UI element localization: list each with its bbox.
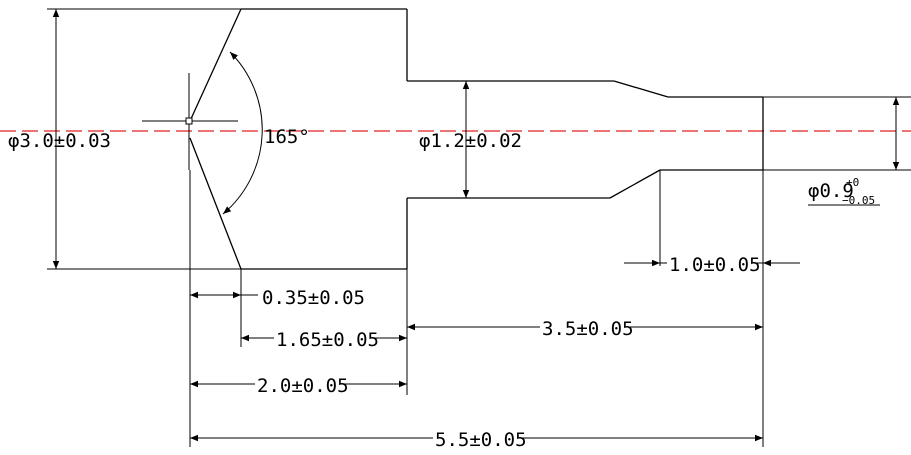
dim-len-5-5: 5.5±0.05 [435, 429, 527, 451]
dim-dia-small-lower-tolerance: −0.05 [842, 194, 875, 207]
angle-arc [222, 51, 263, 215]
dim-dia-small: φ0.9 [808, 180, 854, 202]
dim-dia-small-upper-tolerance: +0 [846, 176, 859, 189]
dim-len-1-65: 1.65±0.05 [276, 329, 379, 351]
dim-len-0-35: 0.35±0.05 [262, 287, 365, 309]
dim-angle: 165° [264, 126, 310, 148]
dim-len-1-0: 1.0±0.05 [669, 254, 761, 276]
cad-cursor-icon [142, 73, 238, 170]
dim-len-2-0: 2.0±0.05 [257, 375, 349, 397]
dim-dia-mid: φ1.2±0.02 [419, 130, 522, 152]
part-outline [189, 8, 764, 270]
extension-lines [47, 8, 911, 447]
dim-dia-large: φ3.0±0.03 [8, 130, 111, 152]
dim-len-3-5: 3.5±0.05 [542, 318, 634, 340]
